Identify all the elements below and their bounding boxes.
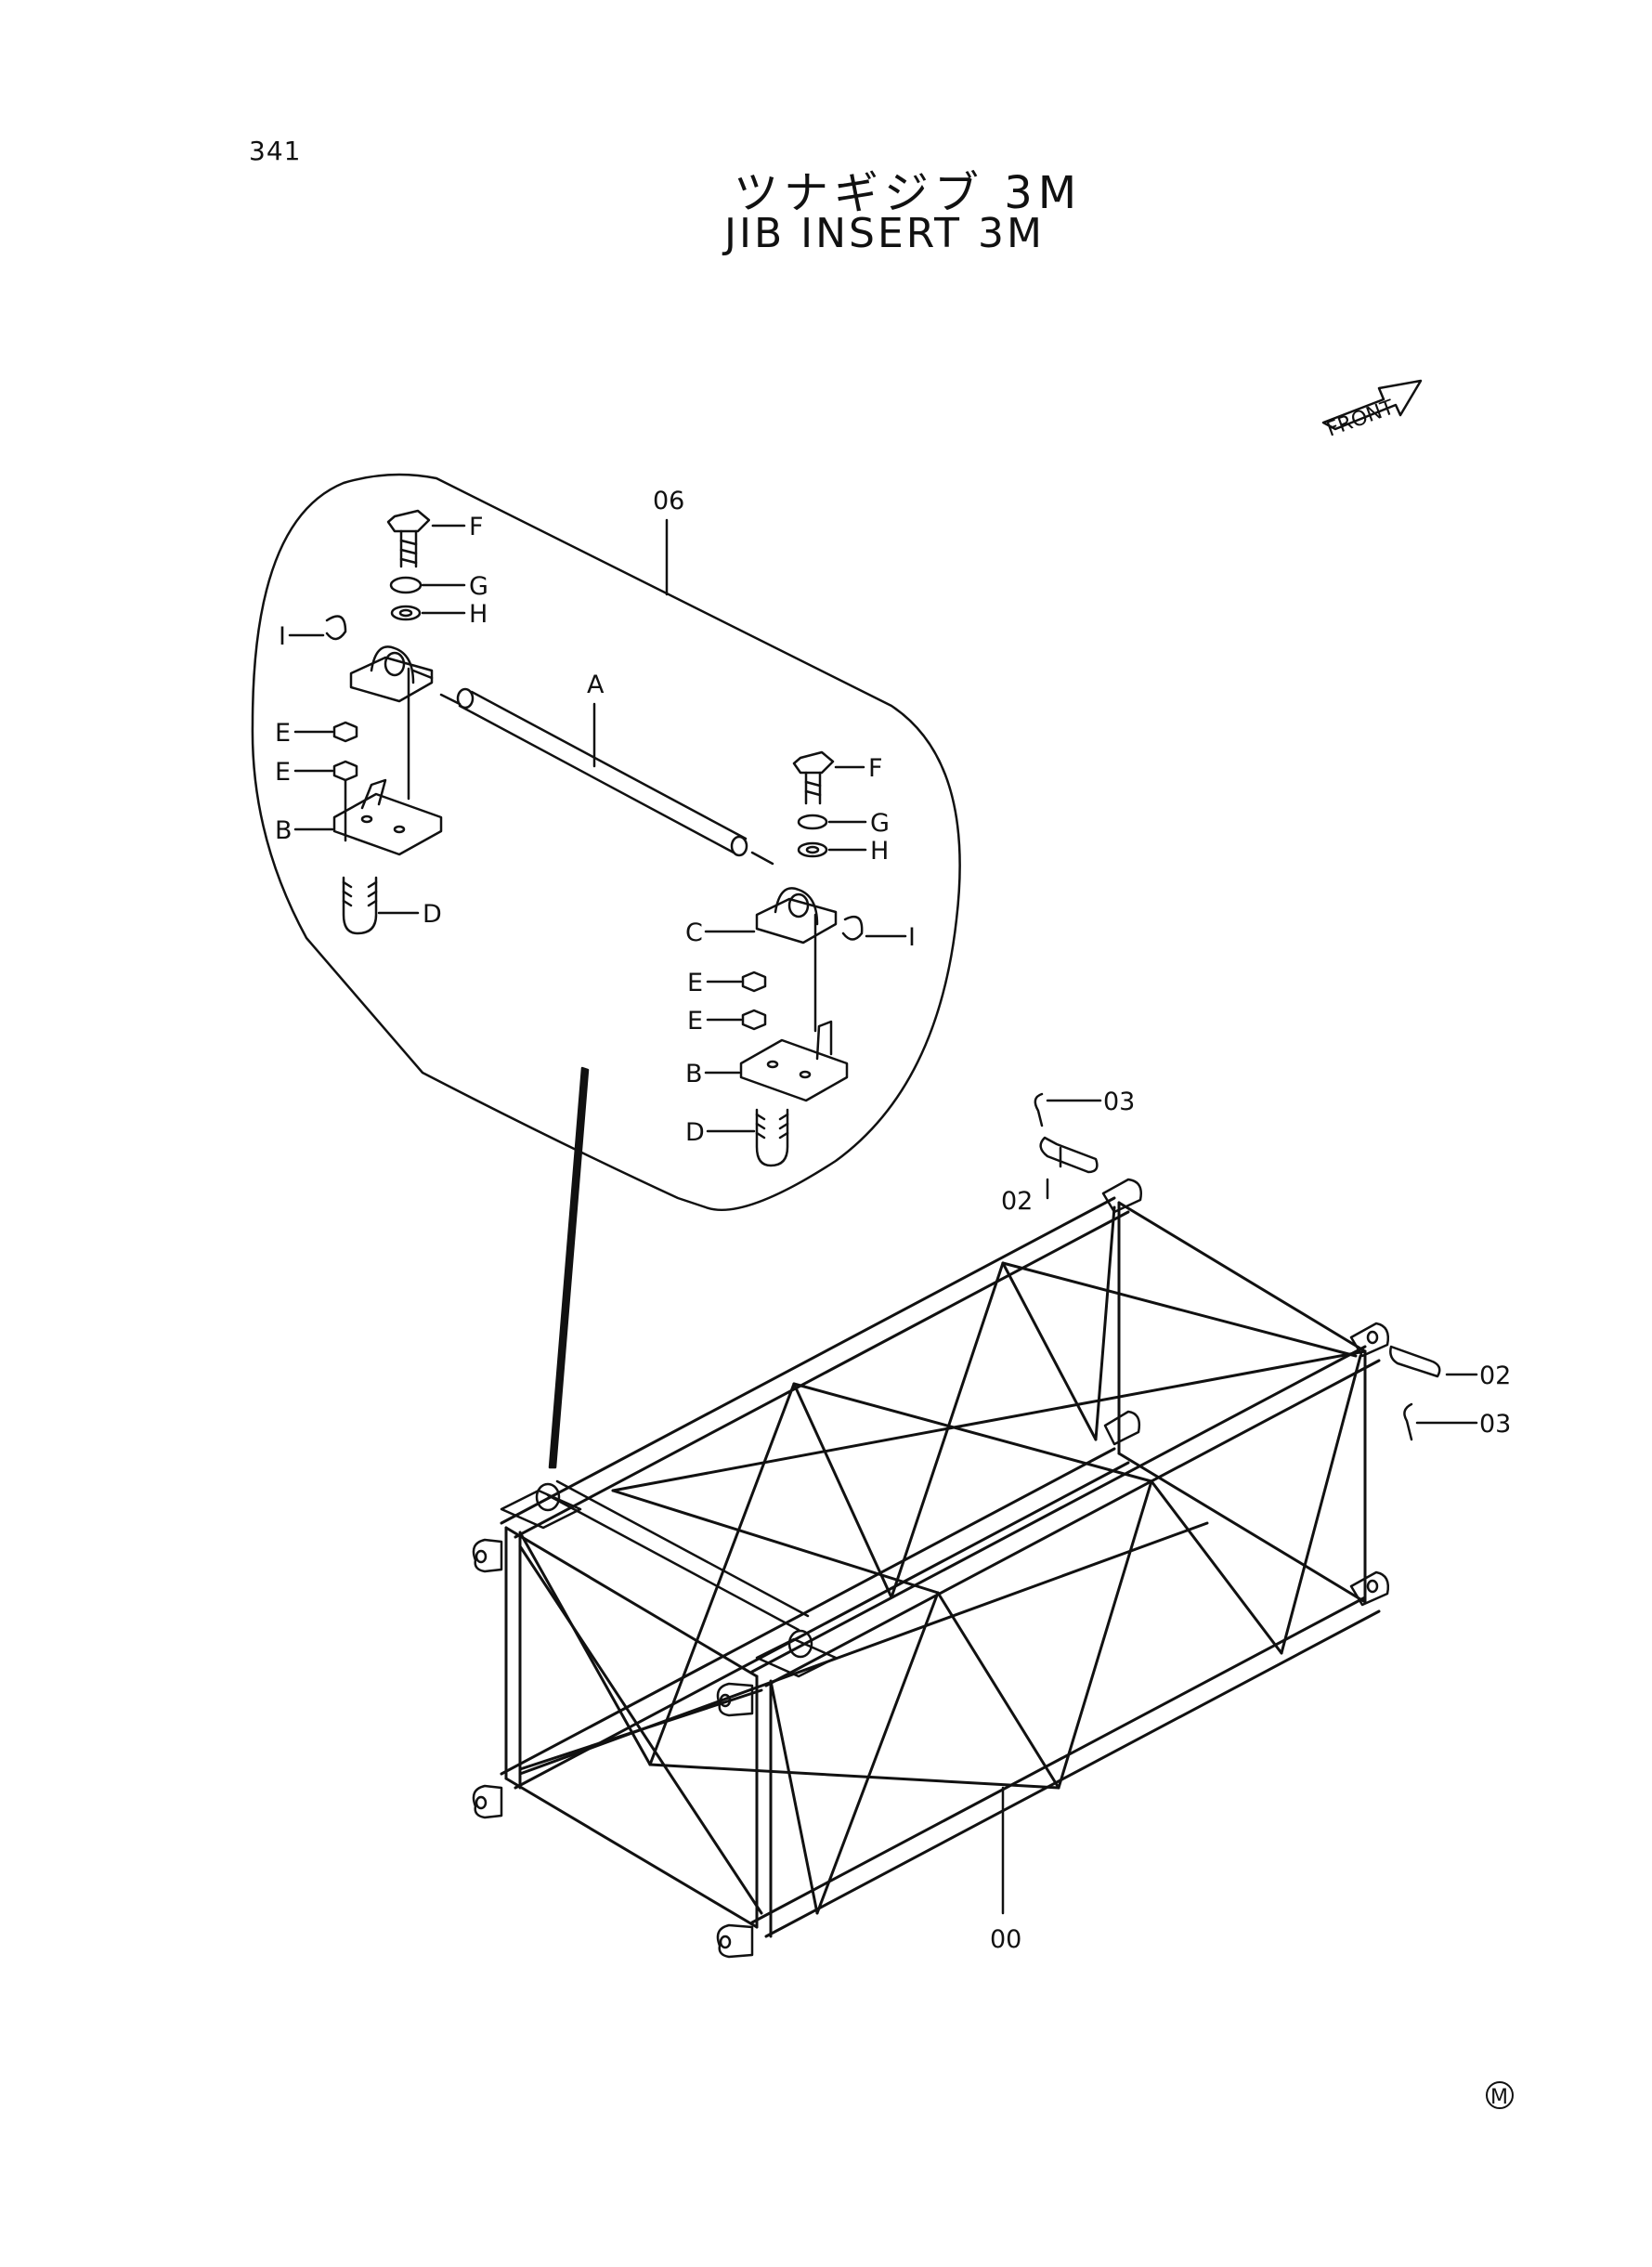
washer-g-left: [389, 576, 466, 594]
callout-h-right: H: [870, 837, 889, 866]
callout-h-left: H: [469, 600, 488, 629]
nut-e-right-1: [706, 971, 767, 993]
bracket-b-left: [293, 667, 443, 856]
pin-02-right: [1389, 1345, 1478, 1378]
washer-h-left: [390, 605, 466, 621]
bracket-b-right: [704, 913, 849, 1102]
callout-e-right-2: E: [687, 1007, 703, 1036]
callout-d-right: D: [685, 1118, 705, 1147]
nut-e-left-2: [293, 760, 358, 782]
callout-g-right: G: [870, 809, 890, 838]
bearing-c-right: [704, 887, 838, 945]
circled-m-mark: M: [1486, 2081, 1514, 2109]
washer-g-right: [797, 814, 867, 830]
jib-insert-frame: [500, 1196, 1381, 1938]
clip-03-top: [1034, 1092, 1102, 1127]
callout-c-right: C: [685, 919, 703, 947]
page-number: 341: [249, 136, 302, 166]
washer-h-right: [797, 841, 867, 858]
callout-e-right-1: E: [687, 969, 703, 997]
callout-00: 00: [990, 1925, 1021, 1954]
snap-ring-i-right: [841, 915, 907, 941]
callout-f-right: F: [868, 754, 883, 783]
callout-06: 06: [653, 487, 684, 515]
installed-shaft: [500, 1479, 838, 1678]
front-arrow-icon: FRONT: [1321, 379, 1423, 442]
title-english: JIB INSERT 3M: [724, 210, 1045, 257]
callout-i-left: I: [279, 622, 286, 651]
pin-02-top: [1039, 1136, 1099, 1200]
callout-i-right: I: [908, 923, 916, 952]
callout-g-left: G: [469, 572, 488, 601]
callout-e-left-1: E: [275, 719, 291, 748]
bearing-c-left: [349, 645, 434, 703]
callout-03-top: 03: [1103, 1088, 1135, 1116]
clip-03-right: [1403, 1402, 1478, 1441]
shaft-a: [439, 687, 774, 866]
bolt-f-right: [792, 750, 865, 805]
callout-b-right: B: [685, 1060, 703, 1088]
callout-03-right: 03: [1479, 1410, 1511, 1439]
callout-f-left: F: [469, 513, 484, 541]
corner-lugs: [472, 1178, 1389, 1959]
ubolt-d-left: [342, 876, 420, 935]
nut-e-right-2: [706, 1009, 767, 1031]
callout-b-left: B: [275, 816, 293, 845]
detail-pointer-line: [548, 1066, 590, 1469]
detail-bubble-outline: [251, 473, 961, 1211]
callout-02-right: 02: [1479, 1362, 1511, 1390]
callout-02-top: 02: [1001, 1187, 1033, 1216]
callout-e-left-2: E: [275, 758, 291, 787]
bolt-f-left: [386, 509, 466, 568]
snap-ring-i-left: [288, 615, 347, 641]
front-label: FRONT: [1324, 396, 1398, 441]
callout-d-left: D: [423, 900, 442, 929]
title-japanese: ツナギジブ 3M: [734, 167, 1083, 219]
nut-e-left-1: [293, 721, 358, 743]
svg-text:M: M: [1490, 2086, 1508, 2109]
ubolt-d-right: [706, 1108, 789, 1167]
callout-a: A: [587, 671, 605, 699]
